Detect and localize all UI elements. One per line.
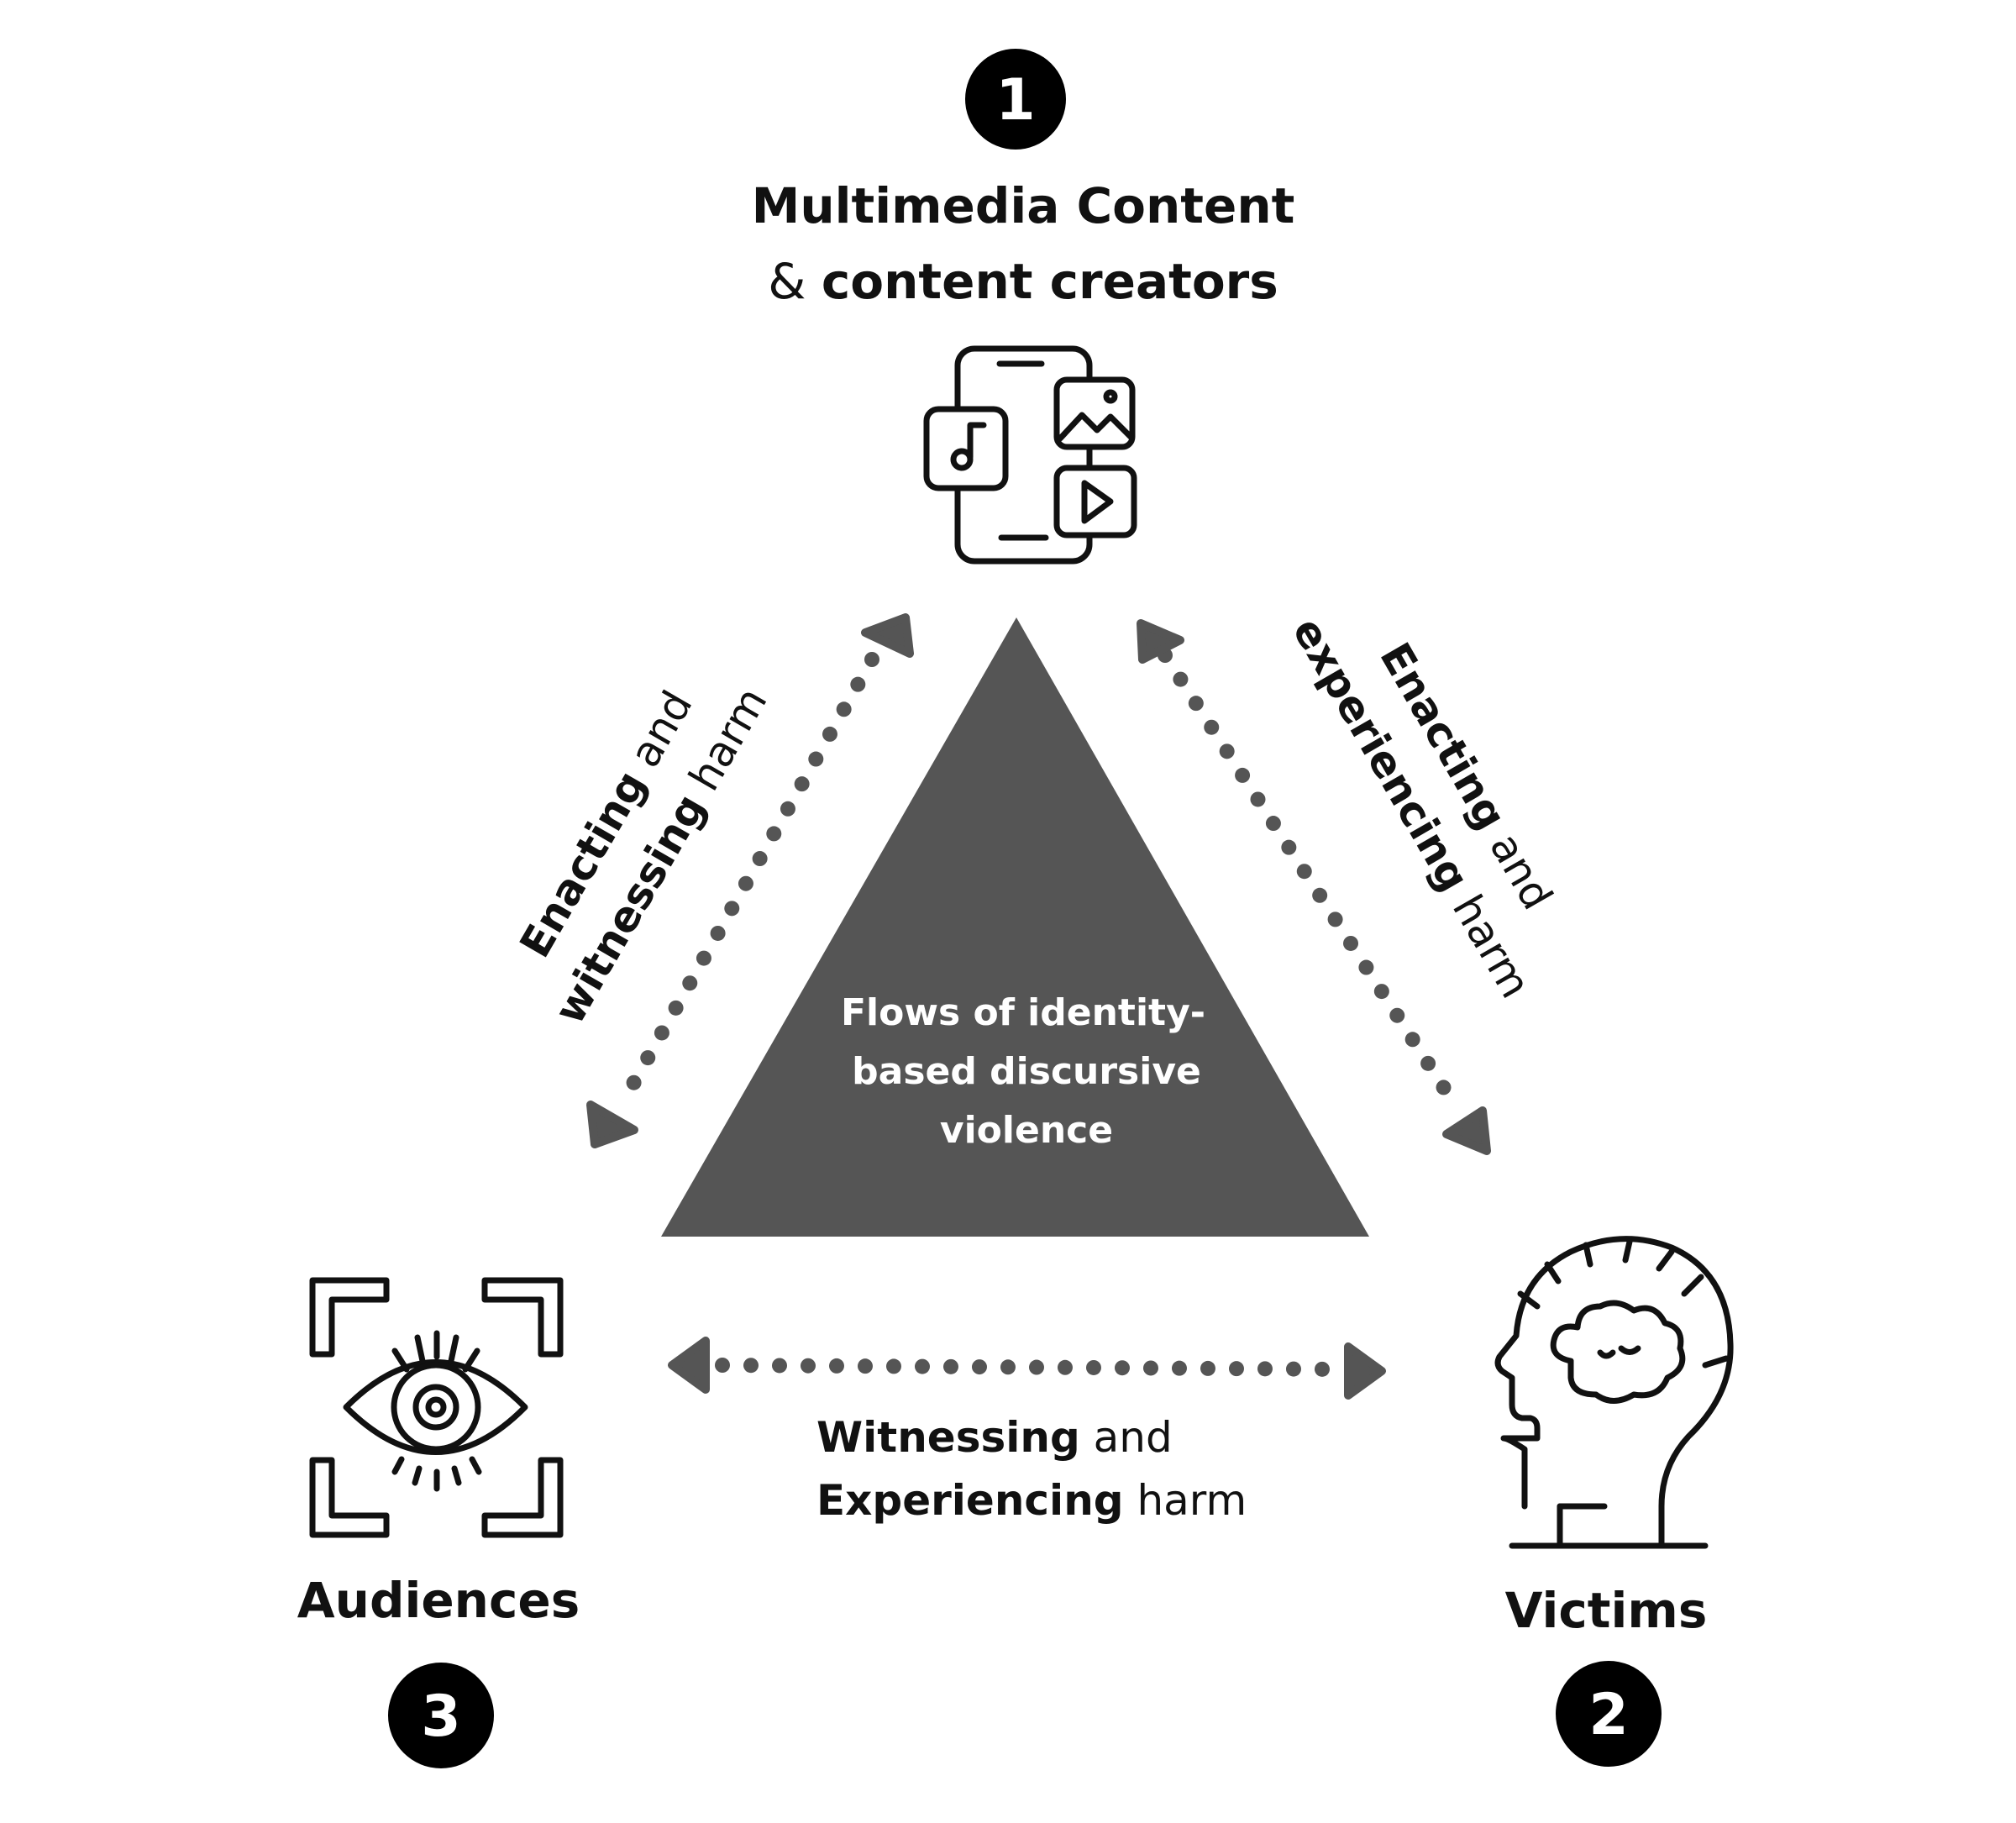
- node-victims: Victims 2: [1494, 1236, 1734, 1767]
- arrowhead-right-top: [1137, 619, 1184, 664]
- center-text-line1: Flows of identity-: [841, 991, 1205, 1034]
- victims-title: Victims: [1505, 1582, 1708, 1639]
- label-bottom-harm: harm: [1124, 1476, 1247, 1525]
- top-title-ampersand: &: [768, 253, 822, 310]
- arrow-bottom-edge: [668, 1337, 1386, 1400]
- top-title-content-creators: content creators: [822, 253, 1278, 310]
- label-bottom-witnessing: Witnessing: [816, 1413, 1080, 1462]
- head-brain-icon: [1494, 1236, 1734, 1549]
- smartphone-multimedia-icon: [923, 345, 1137, 565]
- badge-3: [388, 1663, 494, 1768]
- arrowhead-bottom-left: [668, 1337, 710, 1394]
- center-text-line3: violence: [940, 1109, 1113, 1152]
- arrow-left-edge: [586, 613, 914, 1148]
- badge-1-number: 1: [995, 67, 1035, 134]
- arrowhead-right-bottom: [1442, 1106, 1491, 1155]
- label-bottom-line2: Experiencing harm: [816, 1476, 1247, 1525]
- arrowhead-left-bottom: [586, 1101, 638, 1148]
- center-triangle: [661, 617, 1369, 1237]
- label-bottom-and: and: [1080, 1413, 1173, 1462]
- eye-focus-icon: [309, 1277, 564, 1538]
- label-right-edge: Enacting and experiencing harm: [1283, 609, 1562, 1006]
- arrow-right-edge: [1137, 619, 1491, 1155]
- top-title-line2: & content creators: [768, 253, 1278, 310]
- badge-2-number: 2: [1588, 1682, 1628, 1748]
- badge-1: [965, 49, 1066, 150]
- label-bottom-line1: Witnessing and: [816, 1413, 1173, 1462]
- center-triangle-group: Flows of identity- based discursive viol…: [661, 617, 1369, 1237]
- label-bottom-edge: Witnessing and Experiencing harm: [816, 1413, 1247, 1525]
- node-multimedia-content: 1 Multimedia Content & content creators: [752, 49, 1295, 565]
- top-title-line1: Multimedia Content: [752, 177, 1295, 234]
- badge-3-number: 3: [421, 1684, 460, 1750]
- label-left-harm: harm: [673, 680, 777, 811]
- center-text-line2: based discursive: [852, 1050, 1201, 1093]
- audiences-title: Audiences: [297, 1572, 580, 1629]
- node-audiences: Audiences 3: [297, 1277, 580, 1768]
- label-bottom-experiencing: Experiencing: [816, 1476, 1124, 1525]
- badge-2: [1556, 1661, 1662, 1767]
- arrowhead-left-top: [861, 613, 914, 658]
- label-left-edge: Enacting and witnessing harm: [511, 680, 777, 1032]
- arrowhead-bottom-right: [1344, 1342, 1386, 1400]
